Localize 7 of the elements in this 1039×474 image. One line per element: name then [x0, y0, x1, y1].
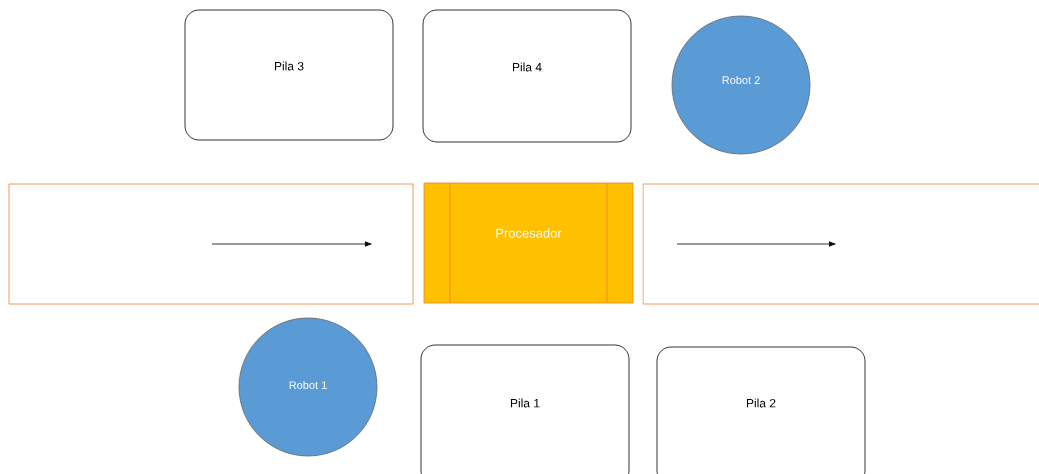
processor-box: Procesador	[423, 182, 634, 304]
pile-box: Pila 4	[422, 9, 632, 143]
conveyor-belt	[642, 183, 1039, 305]
conveyor-belt	[8, 183, 414, 305]
pile-box: Pila 1	[420, 344, 630, 474]
pile-box: Pila 2	[656, 346, 866, 474]
pile-box: Pila 3	[184, 9, 394, 141]
